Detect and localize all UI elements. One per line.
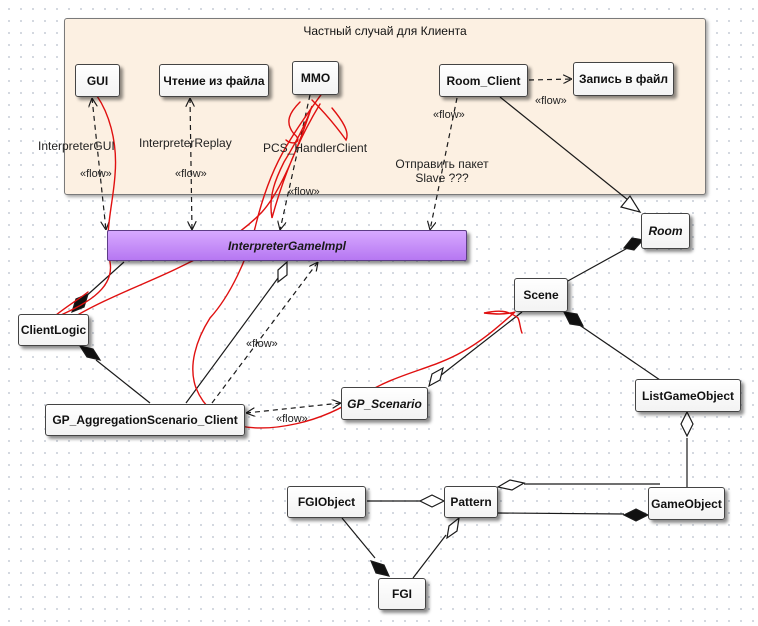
aggregation-diamond-pattern-upper [496, 479, 526, 491]
class-gui[interactable]: GUI [75, 64, 120, 97]
class-game-object[interactable]: GameObject [648, 487, 725, 520]
composition-diamond-gpaggregation [78, 345, 102, 361]
class-list-game-object[interactable]: ListGameObject [635, 379, 741, 412]
class-client-logic[interactable]: ClientLogic [18, 314, 89, 346]
class-fgi[interactable]: FGI [378, 578, 426, 610]
class-read-file-label: Чтение из файла [163, 73, 265, 88]
class-write-file[interactable]: Запись в файл [573, 62, 674, 96]
label-send-packet: Отправить пакет Slave ??? [392, 157, 492, 185]
label-interpreter-replay: InterpreterReplay [139, 136, 232, 150]
class-fgi-object[interactable]: FGIObject [287, 486, 366, 518]
composition-diamond-clientlogic [71, 292, 89, 314]
aggregation-diamond-gpscenario [428, 366, 444, 388]
class-room-label: Room [648, 224, 683, 238]
class-fgi-label: FGI [392, 587, 412, 601]
aggregation-diamond-pattern-fgi [446, 516, 460, 540]
class-write-file-label: Запись в файл [578, 72, 669, 86]
aggregation-diamond-listgameobject [680, 410, 694, 438]
assoc-pattern-gameobject-lower [496, 512, 625, 515]
label-flow-writefile: «flow» [535, 95, 567, 107]
label-send-packet-line2: Slave ??? [415, 171, 469, 185]
flow-gpaggregation-gpscenario [246, 403, 341, 413]
composition-diamond-fgi [369, 560, 391, 577]
class-room[interactable]: Room [641, 213, 690, 249]
assoc-interpreter-clientlogic [83, 261, 125, 299]
flow-roomclient-writefile [528, 79, 572, 80]
class-room-client[interactable]: Room_Client [439, 64, 528, 97]
label-flow-gui: «flow» [80, 168, 112, 180]
assoc-room-scene [565, 244, 634, 283]
aggregation-diamond-fgiobject [418, 494, 446, 508]
class-fgi-object-label: FGIObject [297, 495, 356, 509]
assoc-scene-gpscenario [439, 311, 523, 377]
package-title: Частный случай для Клиента [303, 24, 467, 38]
class-read-file[interactable]: Чтение из файла [159, 64, 269, 97]
assoc-fgiobject-fgi [341, 517, 376, 559]
composition-diamond-room [622, 237, 645, 251]
flow-roomclient-interpreter [430, 97, 458, 230]
class-pattern-label: Pattern [450, 495, 492, 509]
assoc-pattern-fgi [412, 534, 447, 579]
class-scene-label: Scene [523, 288, 559, 302]
flow-gui-interpreter [92, 98, 106, 230]
label-flow-gpaggregation-gpscenario: «flow» [276, 413, 308, 425]
red-scribble-gui [49, 95, 117, 321]
composition-diamond-scene [562, 311, 585, 327]
red-scribble-gui-mmo [65, 103, 321, 323]
class-gp-aggregation-scenario-client[interactable]: GP_AggregationScenario_Client [45, 404, 245, 436]
class-gp-scenario[interactable]: GP_Scenario [341, 387, 428, 420]
label-interpreter-gui: InterpreterGUI [38, 139, 115, 153]
label-flow-mmo: «flow» [288, 186, 320, 198]
label-flow-gpaggregation-interpreter: «flow» [246, 338, 278, 350]
composition-diamond-gameobject [622, 508, 650, 522]
class-game-object-label: GameObject [651, 496, 722, 511]
class-scene[interactable]: Scene [514, 278, 568, 312]
generalization-triangle [619, 194, 642, 213]
red-scribble-pcs [285, 99, 348, 144]
interface-interpreter-game-impl[interactable]: InterpreterGameImpl [107, 230, 467, 261]
flow-gpaggregation-interpreter [211, 262, 318, 404]
class-list-game-object-label: ListGameObject [641, 388, 735, 403]
aggregation-diamond-interpreter [277, 260, 288, 284]
class-gp-aggregation-label: GP_AggregationScenario_Client [52, 413, 238, 427]
flow-replay-interpreter [190, 98, 192, 230]
assoc-clientlogic-gpaggregation [95, 359, 151, 404]
package-client-case[interactable]: Частный случай для Клиента [64, 18, 706, 195]
class-client-logic-label: ClientLogic [20, 323, 87, 337]
class-pattern[interactable]: Pattern [444, 486, 498, 518]
generalization-roomclient-room [499, 96, 629, 201]
label-pcs-handler-client: PCS_HandlerClient [263, 141, 368, 155]
red-scribble-mmo-client [192, 91, 523, 429]
class-gp-scenario-label: GP_Scenario [347, 396, 422, 411]
label-send-packet-line1: Отправить пакет [395, 157, 489, 171]
class-mmo[interactable]: MMO [292, 61, 339, 95]
assoc-scene-listgameobject [574, 321, 661, 381]
assoc-interpreter-gpaggregation [185, 277, 279, 404]
interface-interpreter-game-impl-label: InterpreterGameImpl [227, 238, 347, 253]
class-gui-label: GUI [86, 73, 109, 88]
label-flow-roomclient: «flow» [433, 109, 465, 121]
label-flow-replay: «flow» [175, 168, 207, 180]
class-room-client-label: Room_Client [446, 73, 521, 88]
class-mmo-label: MMO [300, 71, 331, 85]
